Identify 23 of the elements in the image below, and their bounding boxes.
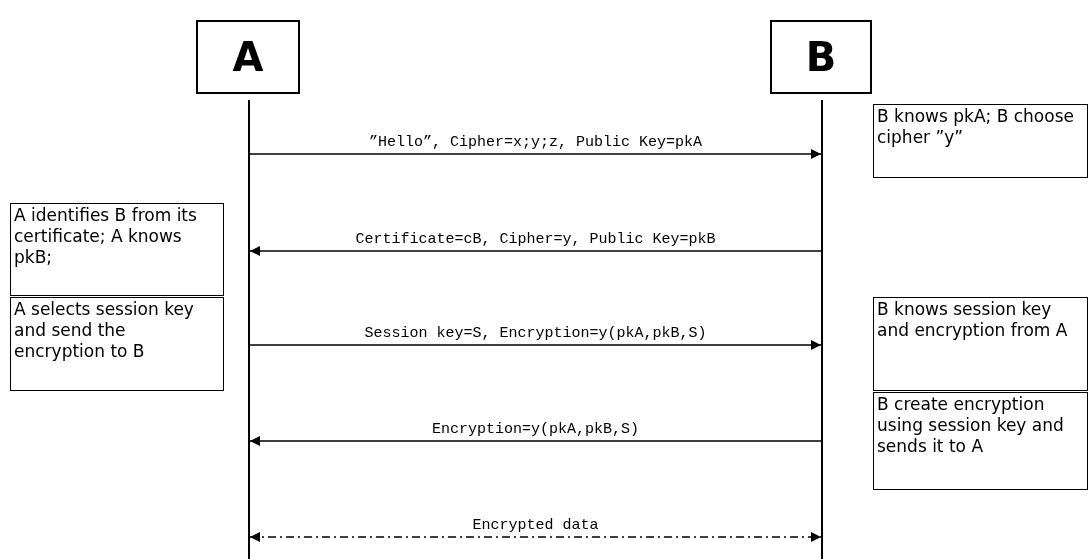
note-text: A identifies B from its certificate; A knows pkB; xyxy=(14,205,198,268)
participant-name: B xyxy=(805,34,837,80)
message-label: Encrypted data xyxy=(470,517,601,534)
participant-name: A xyxy=(232,34,264,80)
participant-box xyxy=(770,20,872,94)
lifeline xyxy=(821,100,823,559)
note-text: B knows pkA; B choose cipher ”y” xyxy=(877,106,1075,148)
note-text: A selects session key and send the encryption to B xyxy=(14,299,195,362)
note-box xyxy=(873,104,1088,178)
message-arrow xyxy=(249,340,822,350)
message-arrow xyxy=(249,532,822,542)
note-box xyxy=(10,203,224,296)
lifeline xyxy=(248,100,250,559)
participant-box xyxy=(196,20,300,94)
note-box xyxy=(873,297,1088,391)
message-arrow xyxy=(249,436,822,446)
message-arrow xyxy=(249,246,822,256)
message-arrow xyxy=(249,149,822,159)
note-text: B knows session key and encryption from A xyxy=(877,299,1069,341)
message-label: Certificate=cB, Cipher=y, Public Key=pkB xyxy=(353,231,718,248)
note-box xyxy=(873,392,1088,490)
note-text: B create encryption using session key and sends it to A xyxy=(877,394,1065,457)
note-box xyxy=(10,297,224,391)
